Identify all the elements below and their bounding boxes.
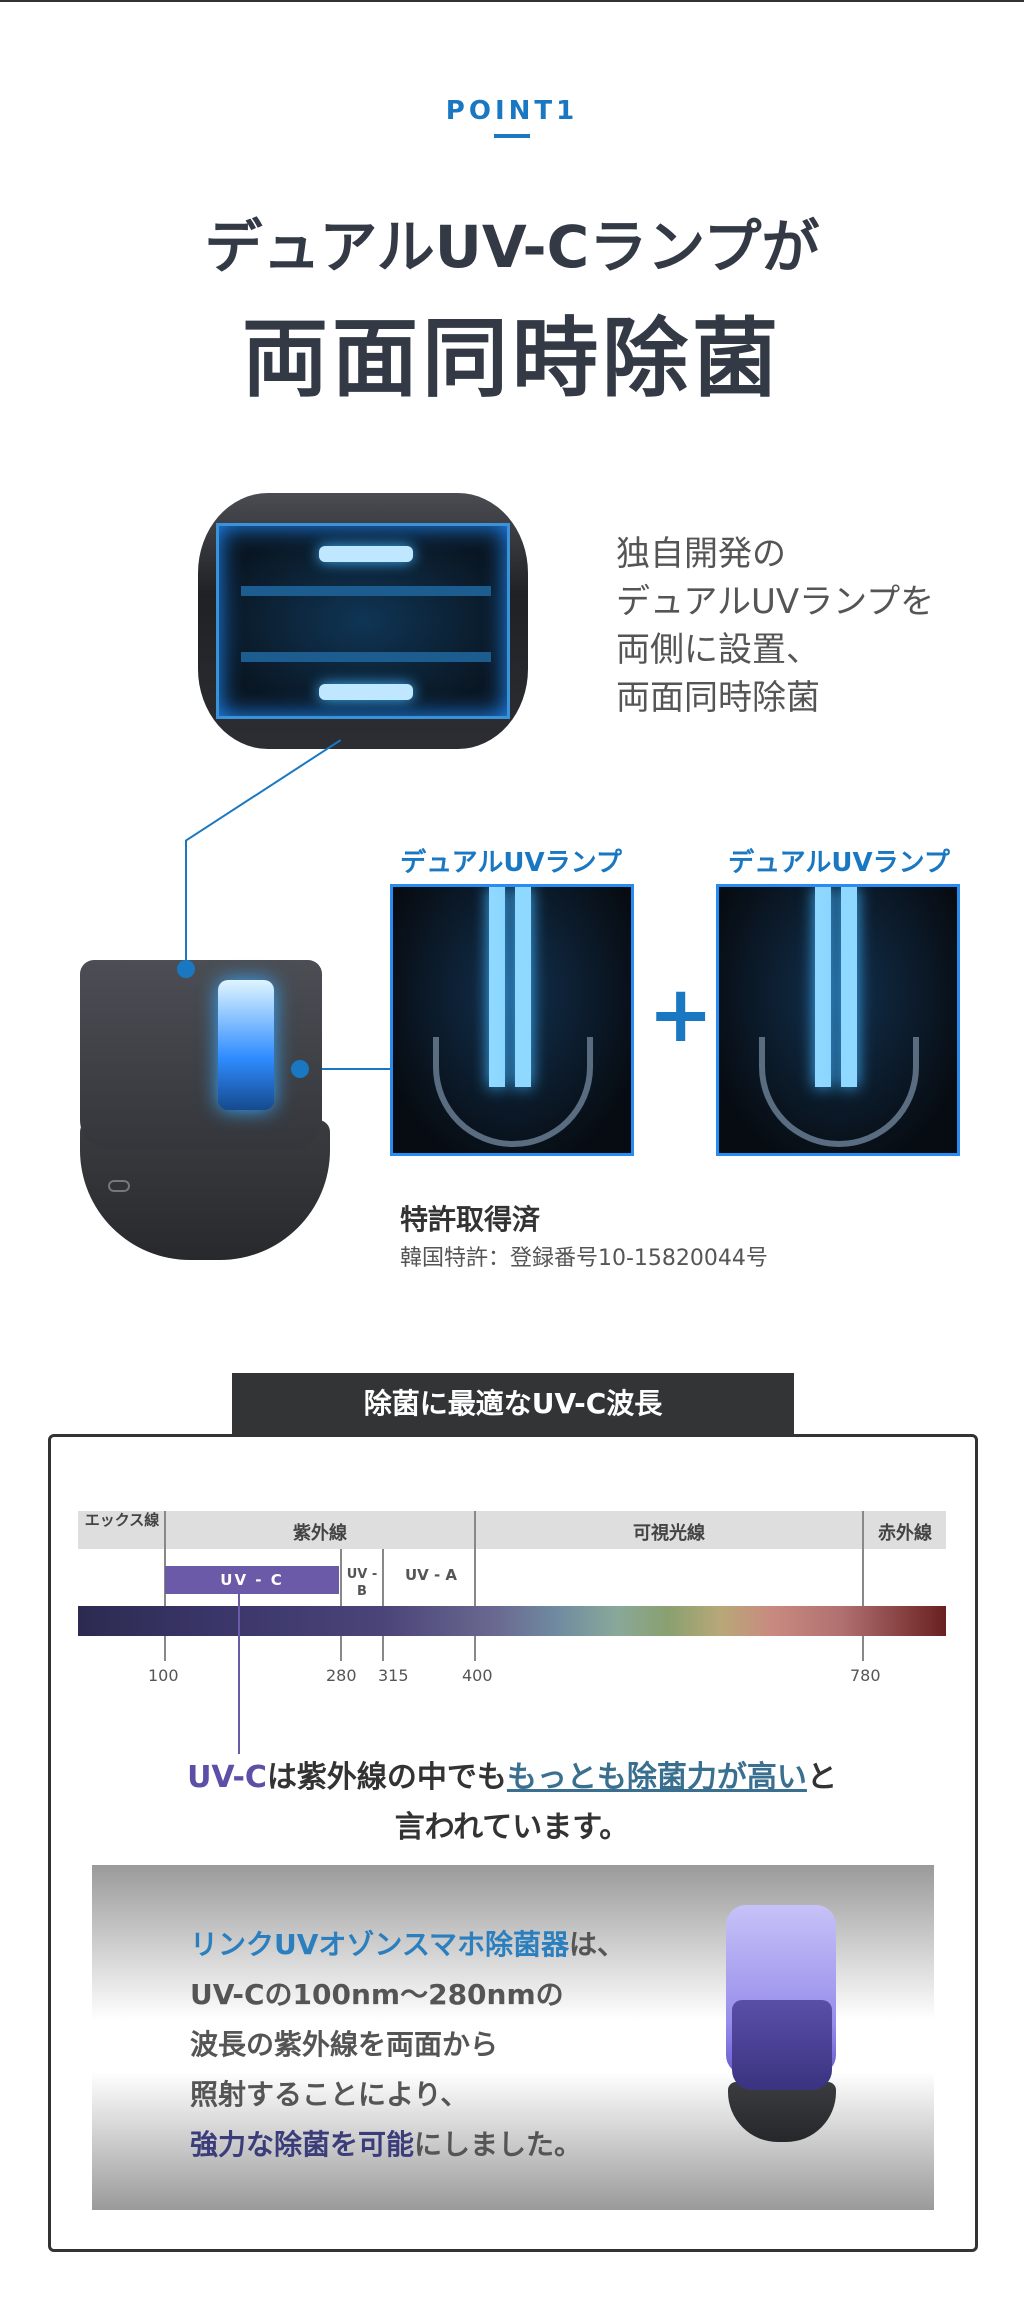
band-ir: 赤外線 [878,1523,932,1544]
uvc-statement-line2: 言われています。 [394,1810,630,1845]
point-underline [494,134,530,138]
connector-line [185,840,187,968]
heading-line2: 両面同時除菌 [242,309,782,409]
product-name: リンクUVオゾンスマホ除菌器 [190,1928,570,1961]
wavelength-title: 除菌に最適なUV-C波長 [232,1373,794,1435]
connector-dot [291,1060,309,1078]
point-label: POINT1 [445,96,579,126]
panel-text-part: にしました。 [414,2128,583,2161]
uvb-label: UV - B [346,1567,378,1599]
heading-line1: デュアルUV-Cランプが [204,213,820,281]
uv-glow [218,980,274,1110]
description-line: 両面同時除菌 [616,678,820,718]
tick-280: 280 [326,1666,357,1685]
statement-uvc: UV-C [187,1760,267,1795]
lamp-image-right [716,884,960,1156]
divider-780 [862,1511,864,1661]
band-xray: エックス線 [84,1511,160,1529]
lamp-title-left: デュアルUVランプ [400,848,622,878]
product-cup [732,2000,832,2090]
band-row [78,1511,946,1549]
description-line: 両側に設置、 [616,630,820,670]
panel-line: 波長の紫外線を両面から [190,2028,499,2061]
uva-label: UV - A [404,1566,458,1584]
plus-sign: + [648,970,714,1060]
band-uv: 紫外線 [293,1523,347,1544]
uvc-label: UV - C [165,1566,339,1594]
panel-line: 照射することにより、 [190,2078,469,2111]
tick-780: 780 [850,1666,881,1685]
description-line: デュアルUVランプを [616,582,935,622]
device-button [108,1180,130,1192]
patent-detail: 韓国特許：登録番号10-15820044号 [400,1246,768,1271]
divider-315 [382,1549,384,1661]
divider-280 [340,1549,342,1661]
spectrum-bar [78,1606,946,1636]
tick-400: 400 [462,1666,493,1685]
connector-line [300,1068,390,1070]
tick-100: 100 [148,1666,179,1685]
panel-line: UV-Cの100nm〜280nmの [190,1978,564,2011]
statement-text: と [806,1760,837,1795]
divider-400 [474,1511,476,1661]
patent-title: 特許取得済 [400,1203,541,1236]
connector-dot [177,960,195,978]
lamp-image-left [390,884,634,1156]
uvc-connector [238,1594,240,1754]
connector-line [185,739,342,842]
tick-315: 315 [378,1666,409,1685]
panel-text: リンクUVオゾンスマホ除菌器は、 UV-Cの100nm〜280nmの 波長の紫外… [190,1920,625,2170]
uvc-statement: UV-Cは紫外線の中でももっとも除菌力が高いと [0,1752,1024,1796]
device-cup [80,960,322,1150]
statement-highlight: もっとも除菌力が高い [506,1760,807,1795]
lamp-title-right: デュアルUVランプ [728,848,950,878]
feature-description: 独自開発の デュアルUVランプを 両側に設置、 両面同時除菌 [616,530,934,722]
band-visible: 可視光線 [633,1523,705,1544]
description-line: 独自開発の [616,534,786,574]
top-border [0,0,1024,2]
panel-text-part: は、 [569,1928,626,1961]
statement-text: は紫外線の中でも [266,1760,507,1795]
panel-highlight: 強力な除菌を可能 [190,2128,415,2161]
lamp-closeup-image [198,493,528,749]
